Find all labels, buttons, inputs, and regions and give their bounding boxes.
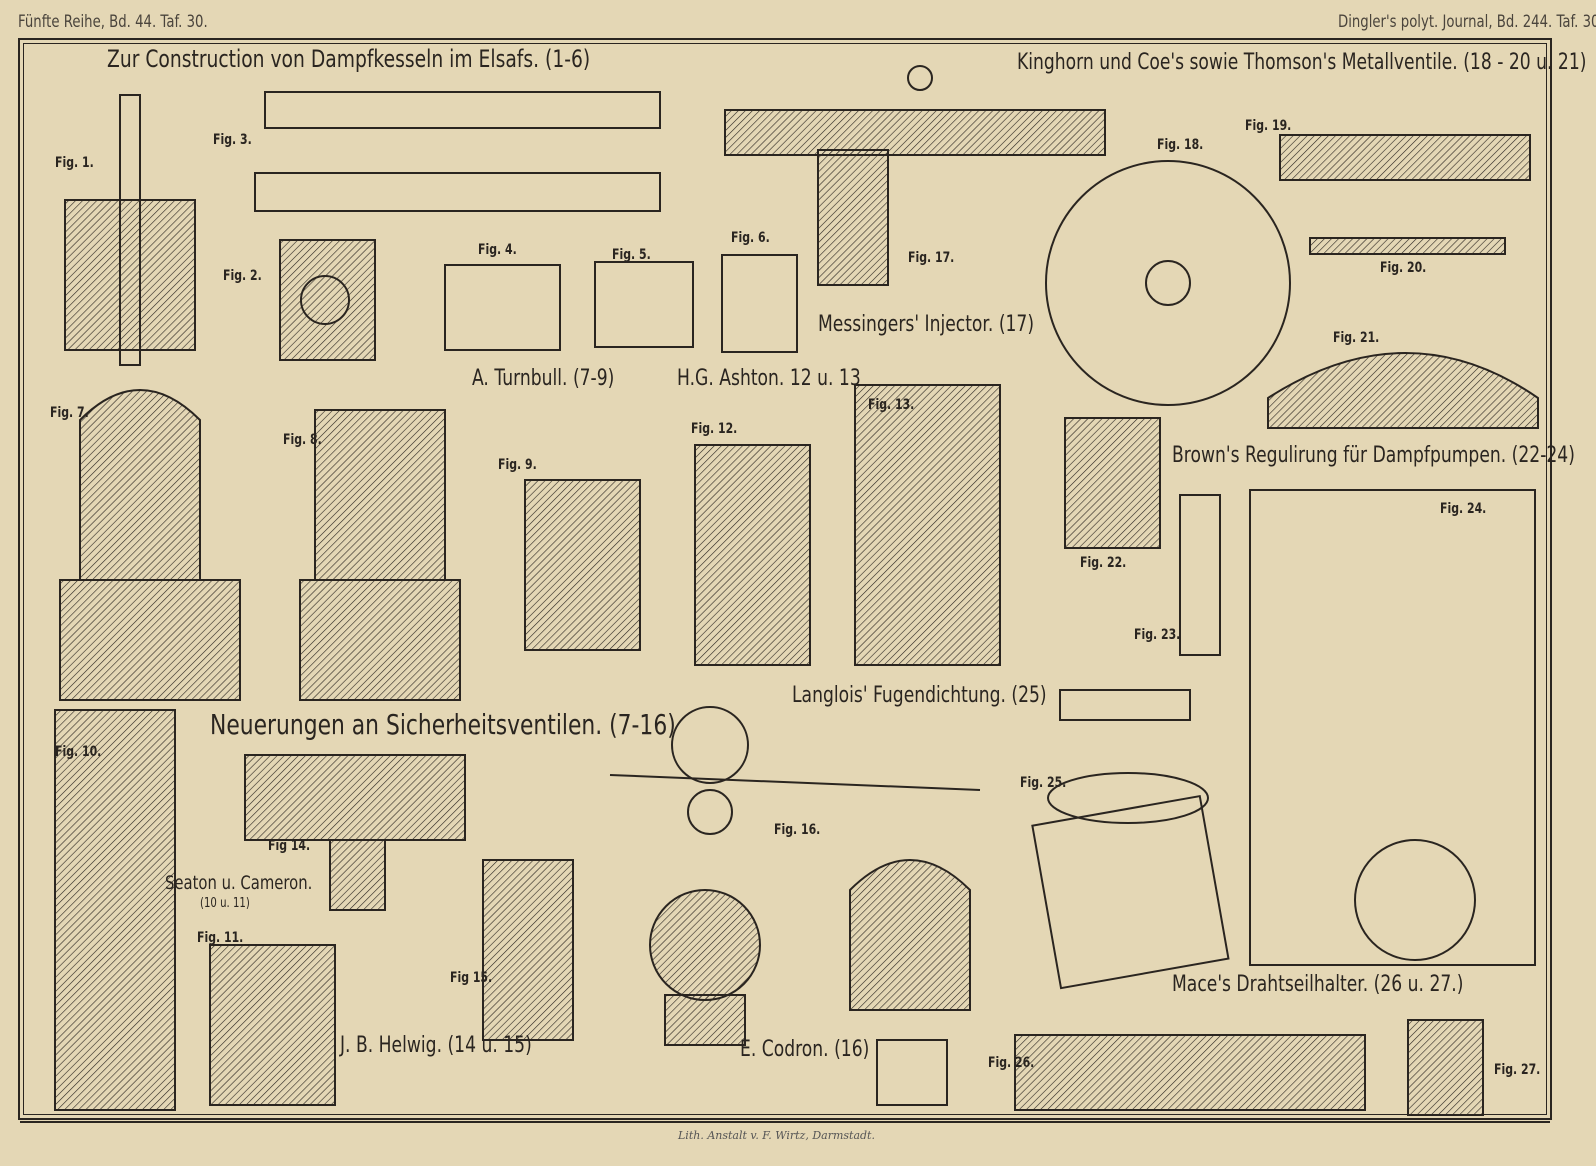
fig-9-12-13-drawings (524, 384, 1001, 666)
fig-2-flange-drawing (279, 239, 376, 361)
journal-header: Dingler's polyt. Journal, Bd. 244. Taf. … (1338, 12, 1596, 32)
section-title-ashton: H.G. Ashton. 12 u. 13 (677, 366, 861, 391)
section-title-brown: Brown's Regulirung für Dampfpumpen. (22-… (1172, 443, 1575, 468)
fig-18-valve-disc-drawing (1045, 160, 1291, 406)
fig-label: Fig. 22. (1080, 555, 1127, 571)
fig-label: Fig. 13. (868, 397, 915, 413)
fig-label: Fig. 16. (774, 822, 821, 838)
fig-14-15-drawings (244, 754, 761, 1046)
fig-19-21-drawings (1267, 134, 1539, 429)
fig-label: Fig. 26. (988, 1055, 1035, 1071)
fig-label: Fig. 23. (1134, 627, 1181, 643)
fig-label: Fig. 8. (283, 432, 322, 448)
fig-22-24-pump-regulator-drawings (1059, 417, 1536, 966)
fig-label: Fig 15. (450, 970, 493, 986)
fig-7-8-safety-valves-drawing (59, 389, 461, 701)
section-title-sicherheitsventile: Neuerungen an Sicherheitsventilen. (7-16… (210, 708, 676, 741)
fig-label: Fig. 19. (1245, 118, 1292, 134)
fig-label: Fig. 17. (908, 250, 955, 266)
section-title-kinghorn: Kinghorn und Coe's sowie Thomson's Metal… (1017, 50, 1587, 75)
fig-label: Fig. 5. (612, 247, 651, 263)
section-title-dampfkessel: Zur Construction von Dampfkesseln im Els… (107, 45, 591, 73)
section-title-codron: E. Codron. (16) (740, 1037, 870, 1062)
fig-4-6-joints-drawing (444, 254, 798, 353)
fig-label: Fig. 4. (478, 242, 517, 258)
fig-10-11-drawings (54, 709, 336, 1111)
fig-label: Fig. 21. (1333, 330, 1380, 346)
fig-25-joint-drawing (1031, 772, 1230, 990)
fig-16-drawing (609, 706, 981, 1106)
fig-label: Fig. 18. (1157, 137, 1204, 153)
fig-label: Fig. 12. (691, 421, 738, 437)
section-title-langlois: Langlois' Fugendichtung. (25) (792, 683, 1047, 708)
fig-label: Fig. 10. (55, 744, 102, 760)
fig-label: Fig. 20. (1380, 260, 1427, 276)
lithographer-credit: Lith. Anstalt v. F. Wirtz, Darmstadt. (678, 1129, 875, 1142)
fig-label: Fig. 9. (498, 457, 537, 473)
section-title-helwig: J. B. Helwig. (14 u. 15) (340, 1033, 532, 1058)
fig-label: Fig. 11. (197, 930, 244, 946)
fig-3-tubes-drawing (254, 91, 661, 212)
section-title-mace: Mace's Drahtseilhalter. (26 u. 27.) (1172, 972, 1464, 997)
series-header: Fünfte Reihe, Bd. 44. Taf. 30. (18, 12, 208, 32)
plate-border (18, 38, 1552, 1120)
section-title-turnbull: A. Turnbull. (7-9) (472, 366, 615, 391)
fig-label: Fig. 6. (731, 230, 770, 246)
fig-26-27-drawings (1014, 1019, 1484, 1116)
section-title-messinger: Messingers' Injector. (17) (818, 312, 1035, 337)
fig-label: Fig. 1. (55, 155, 94, 171)
fig-label: Fig 14. (268, 838, 311, 854)
fig-1-valve-drawing (64, 94, 196, 366)
fig-label: Fig. 3. (213, 132, 252, 148)
fig-17-injector-drawing (724, 65, 1106, 286)
fig-label: Fig. 27. (1494, 1062, 1541, 1078)
fig-label: Fig. 2. (223, 268, 262, 284)
seaton-figure-range: (10 u. 11) (200, 896, 250, 911)
section-title-seaton: Seaton u. Cameron. (165, 872, 313, 894)
fig-label: Fig. 7. (50, 405, 89, 421)
fig-label: Fig. 24. (1440, 501, 1487, 517)
fig-label: Fig. 25. (1020, 775, 1067, 791)
